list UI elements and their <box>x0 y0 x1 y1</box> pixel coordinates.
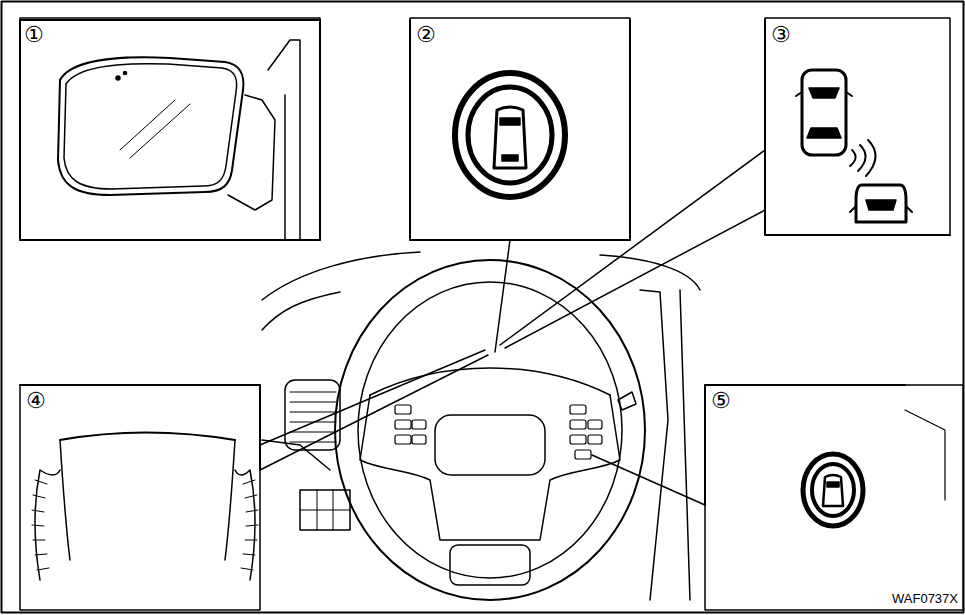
callout-panel: ② <box>416 24 440 50</box>
figure-code: WAF0737X <box>892 591 958 606</box>
callout-number: ② <box>416 24 436 46</box>
callout-panel: ⑤ <box>711 390 735 416</box>
callout-number: ④ <box>26 390 46 412</box>
callout-number: ① <box>24 24 44 46</box>
callout-number: ③ <box>771 24 791 46</box>
callout-panel: ① <box>24 24 48 50</box>
callout-panel: ③ <box>771 24 795 50</box>
callout-panel: ④ <box>26 390 50 416</box>
callout-number: ⑤ <box>711 390 731 412</box>
